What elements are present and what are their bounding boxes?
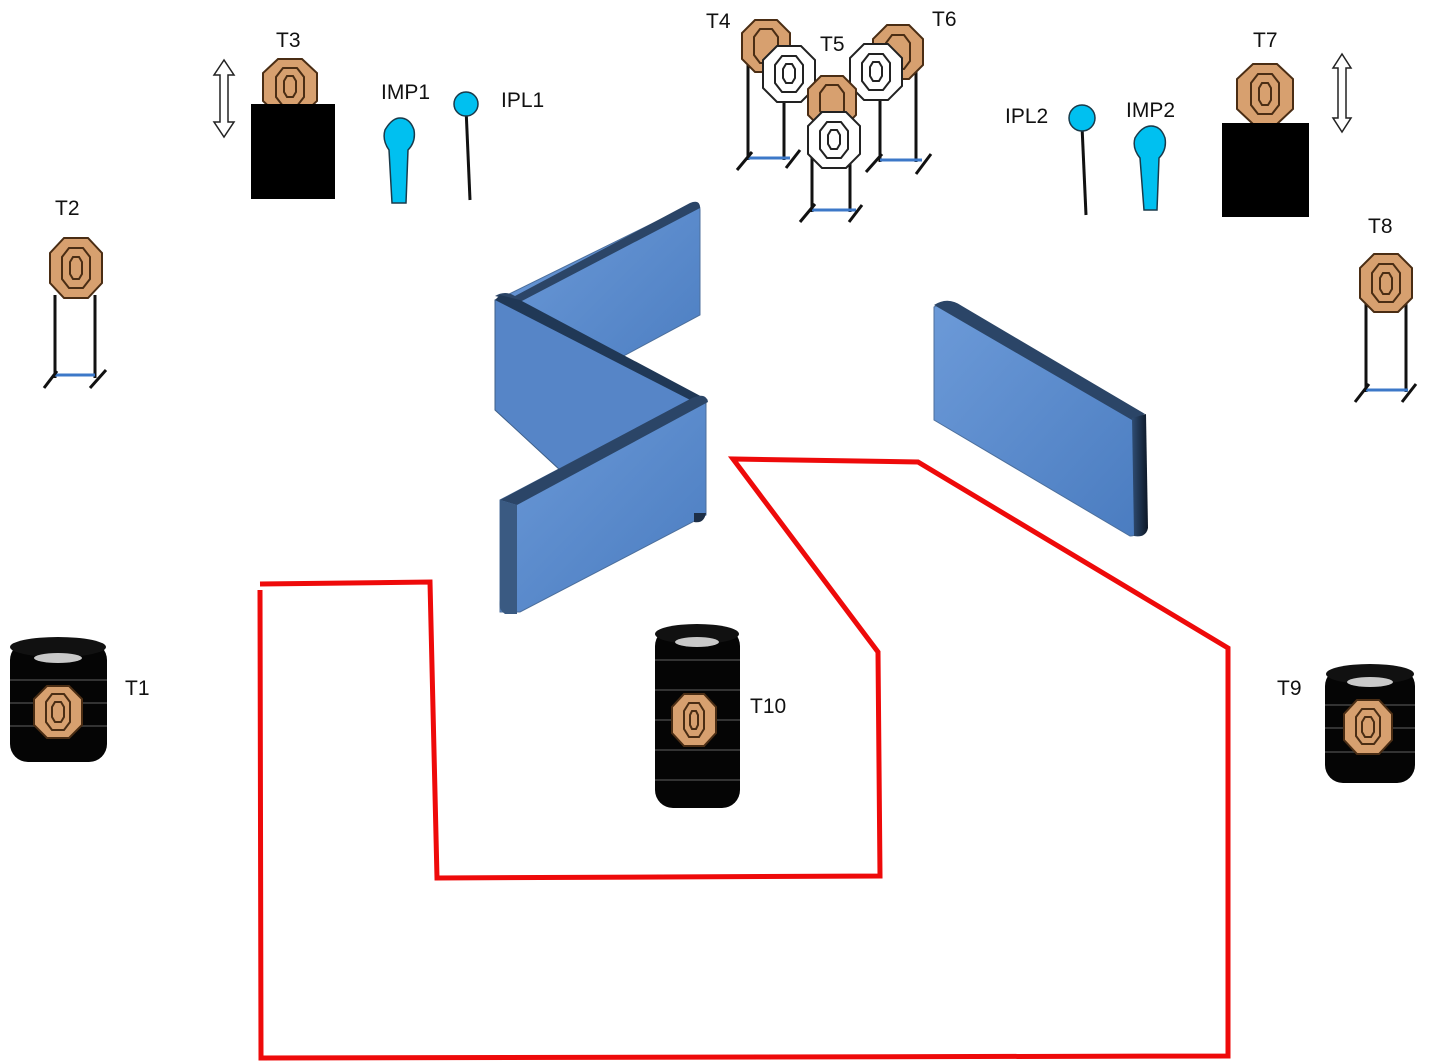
plate-icon [1068, 104, 1096, 216]
target-label-T3: T3 [276, 29, 301, 52]
target-label-T10: T10 [750, 695, 786, 718]
wall-end-bottom [499, 500, 517, 614]
target-T10-group: T10 [655, 624, 786, 808]
popper-icon [1133, 125, 1167, 211]
double-arrow-icon [1331, 52, 1353, 134]
ipsc-target-icon [49, 237, 103, 299]
popper-label-IMP1: IMP1 [381, 81, 430, 104]
cover-block [1222, 123, 1309, 217]
popper-icon [383, 117, 416, 204]
wall-edge-bottom [500, 395, 708, 505]
no-shoot-right-group [849, 43, 903, 101]
popper-label-IMP2: IMP2 [1126, 99, 1175, 122]
target-label-T7: T7 [1253, 29, 1278, 52]
target-T7-group: T7 [1222, 29, 1353, 217]
ipsc-target-icon [262, 58, 318, 116]
wall-left-z [494, 201, 708, 614]
no-shoot-left-group [762, 45, 816, 103]
target-label-T1: T1 [125, 677, 150, 700]
popper-label-IPL2: IPL2 [1005, 105, 1048, 128]
popper-IMP1-group: IMP1 [381, 81, 430, 204]
stand-icon [735, 60, 802, 171]
target-label-T4: T4 [706, 10, 731, 33]
wall-edge-top [495, 201, 700, 302]
ipsc-target-icon [33, 685, 83, 739]
fault-line-outer [257, 456, 1231, 1061]
no-shoot-target-icon [762, 45, 816, 103]
wall-edge-middle [495, 295, 708, 405]
no-shoot-target-icon [807, 111, 861, 169]
popper-IPL2-group: IPL2 [1005, 104, 1096, 216]
ipsc-target-icon [1359, 253, 1413, 313]
target-label-T6: T6 [932, 8, 957, 31]
wall-panel-right [933, 303, 1141, 537]
wall-edge-right-top [934, 300, 1145, 420]
target-T9-group: T9 [1277, 664, 1415, 783]
popper-label-IPL1: IPL1 [501, 89, 544, 112]
stand-icon [1353, 300, 1418, 403]
target-T3-group: T3 [212, 29, 335, 199]
target-T2-group: T2 [42, 197, 108, 389]
cover-block [251, 104, 335, 199]
target-label-T8: T8 [1368, 215, 1393, 238]
target-T8-group: T8 [1353, 215, 1418, 403]
target-label-T2: T2 [55, 197, 80, 220]
double-arrow-icon [212, 58, 236, 139]
popper-IMP2-group: IMP2 [1126, 99, 1175, 211]
no-shoot-target-icon [849, 43, 903, 101]
wall-foot-bottom [694, 513, 706, 523]
target-label-T9: T9 [1277, 677, 1302, 700]
ipsc-target-icon [671, 693, 717, 747]
target-T5-group: T5 [798, 33, 864, 223]
wall-end-right [1132, 414, 1148, 537]
shooting-area [257, 456, 1231, 1061]
stand-icon [42, 295, 108, 389]
target-T1-group: T1 [10, 637, 150, 762]
wall-right [933, 300, 1148, 537]
ipsc-target-icon [1343, 699, 1393, 755]
plate-icon [453, 91, 479, 201]
ipsc-target-icon [1236, 63, 1294, 125]
target-label-T5: T5 [820, 33, 845, 56]
popper-IPL1-group: IPL1 [453, 89, 544, 201]
